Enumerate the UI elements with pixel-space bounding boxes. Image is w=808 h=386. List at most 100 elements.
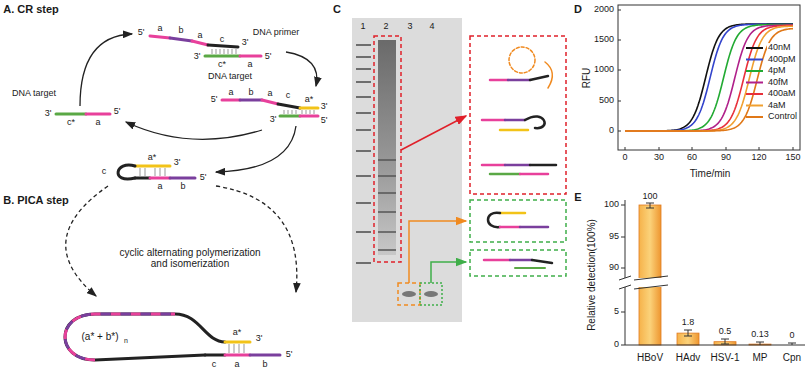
legend-line (746, 116, 763, 118)
strand-label: 5' (265, 52, 272, 62)
legend-text: Control (767, 112, 798, 122)
legend-text: 40nM (767, 43, 792, 53)
tick-label: 5 (614, 307, 619, 317)
panel-letter: A. CR step (3, 3, 59, 15)
lane-number: 3 (407, 22, 412, 32)
strand-label: a (234, 360, 239, 370)
dna-strands (56, 36, 318, 360)
strand-label: 5' (114, 107, 121, 117)
repeat-label: (a* + b*) (82, 331, 119, 342)
legend-lines (746, 48, 763, 117)
bar-chart (619, 200, 805, 345)
tick-label: 0 (609, 126, 614, 136)
legend-text: 400pM (767, 55, 797, 65)
strand-label: 3' (45, 109, 52, 119)
legend-line (746, 59, 763, 61)
strand-label: 5' (138, 28, 145, 38)
strand-label: c (212, 360, 217, 370)
strand-label: 3' (256, 334, 263, 344)
strand-label: a (197, 31, 202, 41)
strand-label: a (157, 182, 162, 192)
strand-label: a (95, 118, 100, 128)
strand-label: 3' (242, 38, 249, 48)
category-label: Cpn (783, 352, 801, 363)
axis-title: Time/min (690, 168, 731, 179)
tick-label: 500 (599, 96, 614, 106)
tick-label: 100 (604, 200, 619, 210)
strand-name: DNA target (12, 89, 56, 99)
strand-label: 5' (321, 116, 328, 126)
cycle-arrows (66, 34, 317, 296)
process-note: cyclic alternating polymerization and is… (115, 247, 265, 269)
strand-label: a (267, 89, 272, 99)
strand-name: DNA target (208, 72, 252, 82)
base-pairs (140, 49, 314, 353)
category-label: HAdv (676, 352, 700, 363)
strand-label: b (180, 182, 185, 192)
legend-line (746, 105, 763, 107)
value-label: 0 (789, 331, 794, 341)
tick-label: 1000 (594, 65, 614, 75)
legend-text: 400aM (767, 89, 797, 99)
axis-title: RFU (581, 68, 592, 89)
legend-text: 40fM (767, 78, 789, 88)
category-label: HBoV (637, 352, 663, 363)
legend-text: 4pM (767, 66, 787, 76)
tick-label: 120 (751, 153, 766, 163)
panel-letter: E (574, 191, 581, 203)
strand-label: 3' (270, 115, 277, 125)
panel-letter: D (574, 3, 582, 15)
strand-label: a* (148, 153, 157, 163)
value-label: 1.8 (682, 318, 695, 328)
strand-name: DNA primer (253, 28, 300, 38)
tick-label: 90 (609, 263, 619, 273)
tick-label: 2000 (594, 5, 614, 15)
legend-line (746, 93, 763, 95)
tick-label: 30 (654, 153, 664, 163)
gel-callouts (374, 36, 566, 305)
subscript: n (124, 337, 128, 345)
category-label: HSV-1 (711, 352, 740, 363)
value-label: 100 (642, 192, 657, 202)
strand-label: c (220, 35, 225, 45)
strand-label: b (178, 26, 183, 36)
legend-line (746, 47, 763, 49)
legend-line (746, 70, 763, 72)
strand-label: c (102, 167, 107, 177)
chart-frame (618, 5, 800, 150)
value-label: 0.5 (719, 327, 732, 337)
strand-label: 5' (211, 95, 218, 105)
legend-line (746, 82, 763, 84)
product-sketches (482, 47, 556, 268)
strand-label: b (262, 360, 267, 370)
strand-label: a* (305, 95, 314, 105)
panel-letter: B. PICA step (3, 194, 69, 206)
strand-label: 3' (194, 52, 201, 62)
lane-number: 4 (429, 22, 434, 32)
strand-label: a* (233, 328, 242, 338)
axis-title: Relative detection(100%) (586, 219, 597, 331)
strand-label: a (247, 60, 252, 70)
lane-number: 2 (383, 22, 388, 32)
category-label: MP (753, 352, 768, 363)
strand-label: a (228, 88, 233, 98)
strand-label: c* (218, 60, 226, 70)
tick-label: 60 (687, 153, 697, 163)
tick-label: 90 (721, 153, 731, 163)
tick-label: 0 (614, 340, 619, 350)
legend-text: 4aM (767, 101, 787, 111)
tick-label: 1500 (594, 35, 614, 45)
lane-number: 1 (360, 22, 365, 32)
strand-label: b (248, 88, 253, 98)
strand-label: 5' (200, 173, 207, 183)
strand-label: 3' (321, 102, 328, 112)
tick-label: 95 (609, 232, 619, 242)
tick-label: 150 (785, 153, 800, 163)
strand-label: a (157, 24, 162, 34)
tick-label: 0 (622, 153, 627, 163)
panel-letter: C (333, 3, 341, 15)
strand-label: c* (67, 118, 75, 128)
